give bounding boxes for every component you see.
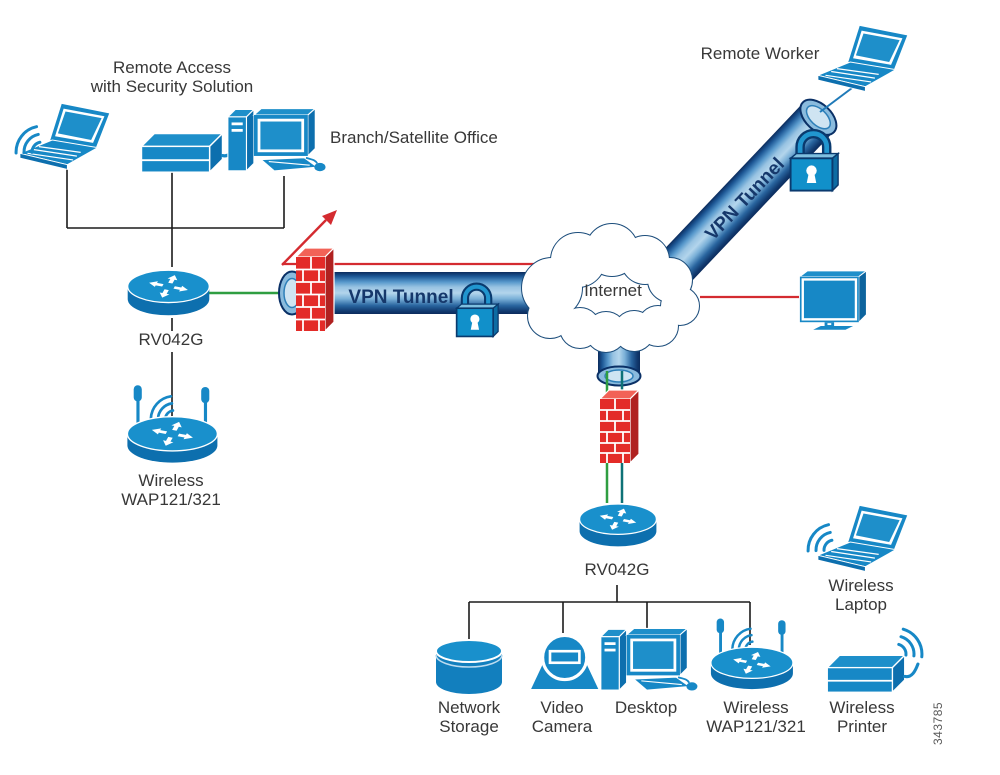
- vpn-tunnel-horizontal: VPN Tunnel: [209, 270, 560, 316]
- rv042g-bottom-label: RV042G: [584, 560, 650, 579]
- remote-worker-link-line: [819, 87, 853, 113]
- wap-bottom-label-line2: WAP121/321: [706, 717, 806, 736]
- remote-access-laptop: [8, 103, 110, 171]
- wap-left-label: Wireless WAP121/321: [121, 471, 221, 509]
- rv042g-top-label: RV042G: [138, 330, 204, 349]
- video-camera-icon: [529, 633, 600, 691]
- red-bypass-arrow: [281, 210, 337, 266]
- internet-label: Internet: [584, 281, 642, 300]
- wap-bottom-label-line1: Wireless: [723, 698, 789, 717]
- video-camera-label-line2: Camera: [531, 717, 593, 736]
- network-storage-label-line1: Network: [437, 698, 501, 717]
- wap-left-label-line1: Wireless: [138, 471, 204, 490]
- remote-worker-label: Remote Worker: [700, 44, 820, 63]
- remote-access-printer: [139, 131, 238, 174]
- vpn-tunnel-horizontal-label: VPN Tunnel: [348, 287, 453, 308]
- desktop-label: Desktop: [614, 698, 678, 717]
- router-rv042g-top: [127, 269, 210, 316]
- wap-left-label-line2: WAP121/321: [121, 490, 221, 509]
- wireless-printer-label-line1: Wireless: [829, 698, 895, 717]
- network-storage-label: Network Storage: [438, 698, 500, 736]
- video-camera-label: Video Camera: [532, 698, 592, 736]
- branch-office-label: Branch/Satellite Office: [330, 128, 498, 147]
- remote-access-title: Remote Access with Security Solution: [91, 58, 254, 96]
- connector-lines: [66, 169, 751, 645]
- remote-access-desktop: [226, 107, 327, 173]
- wireless-printer-label-line2: Printer: [836, 717, 888, 736]
- wireless-printer-label: Wireless Printer: [829, 698, 894, 736]
- internet-cloud: [521, 223, 700, 353]
- wireless-printer-icon: [825, 627, 931, 694]
- wap-bottom-label: Wireless WAP121/321: [706, 698, 806, 736]
- wap-bottom: [709, 617, 795, 691]
- firewall-left: [294, 246, 336, 333]
- wireless-laptop-label-line2: Laptop: [834, 595, 887, 614]
- wireless-laptop-label-line1: Wireless: [828, 576, 894, 595]
- network-storage-label-line2: Storage: [439, 717, 499, 736]
- remote-access-title-line2: with Security Solution: [90, 77, 254, 96]
- remote-worker-laptop: [817, 25, 908, 93]
- wireless-laptop-icon: [800, 505, 908, 573]
- video-camera-label-line1: Video: [540, 698, 584, 717]
- network-storage-icon: [435, 639, 503, 695]
- desktop-icon: [599, 627, 699, 692]
- firewall-bottom: [598, 388, 641, 465]
- figure-number: 343785: [931, 701, 945, 745]
- internet-monitor: [798, 269, 868, 331]
- router-rv042g-bottom: [578, 503, 658, 548]
- remote-access-title-line1: Remote Access: [112, 58, 232, 77]
- wireless-laptop-label: Wireless Laptop: [828, 576, 893, 614]
